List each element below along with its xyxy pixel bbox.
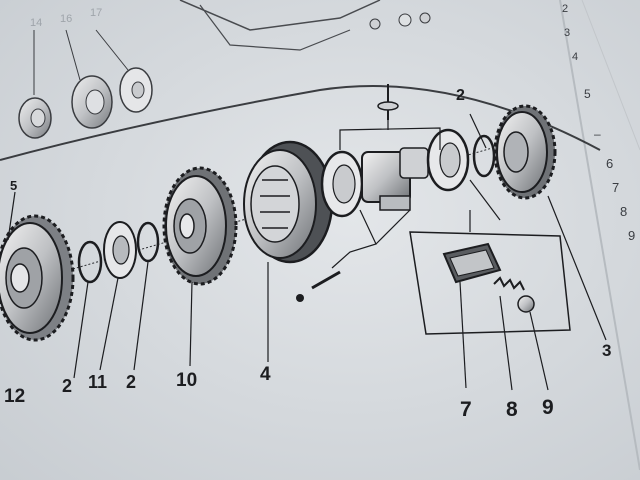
callout-10: 10 [176, 370, 197, 391]
leader-lines [7, 113, 607, 391]
detent-pin-icon [377, 84, 399, 120]
callout-4: 4 [260, 364, 271, 385]
callout-9: 9 [542, 396, 554, 419]
top-bearing-icon [71, 75, 113, 129]
small-pin-icon [296, 270, 341, 302]
group-bracket-top [339, 127, 441, 150]
callout-7: 7 [460, 398, 472, 421]
callout-5: 5 [10, 178, 17, 193]
side-num-7: 7 [612, 180, 619, 195]
callout-2a: 2 [62, 376, 72, 396]
callout-3: 3 [602, 341, 611, 360]
callout-top-14: 14 [30, 17, 42, 29]
group-bracket-bottom [331, 209, 377, 269]
thrust-washer-11-icon [103, 221, 137, 279]
top-gear-icon [18, 97, 52, 139]
synchro-ring-icon [320, 150, 364, 218]
side-num-4: 4 [572, 51, 578, 63]
detail-box [409, 179, 571, 335]
gear-3-icon [493, 104, 557, 200]
callout-2b: 2 [126, 372, 136, 392]
page-edge-line-2 [581, 0, 640, 151]
callout-top-16: 16 [60, 13, 72, 25]
gear-12-icon [0, 214, 75, 342]
detent-plate-icon [442, 242, 502, 284]
page-edge-line [559, 0, 640, 471]
side-num-9: 9 [628, 228, 635, 243]
separator-curve [0, 85, 601, 161]
gear-10-icon [162, 166, 238, 286]
side-num-8: 8 [620, 204, 627, 219]
synchro-ring-2-icon [426, 128, 470, 192]
side-number-column: 2 3 4 5 – 6 7 8 9 [562, 3, 635, 243]
callout-12: 12 [4, 386, 25, 407]
side-num-5: 5 [584, 87, 591, 101]
snap-ring-2b-icon [136, 221, 160, 263]
side-num-2: 2 [562, 3, 568, 15]
ball-icon [517, 295, 535, 313]
side-num-3: 3 [564, 27, 570, 39]
side-num-6: 6 [606, 156, 613, 171]
callout-2-top: 2 [456, 87, 465, 104]
spring-icon [493, 276, 525, 291]
callout-11: 11 [88, 372, 107, 392]
upper-figure: 14 16 17 [0, 0, 601, 161]
callout-top-17: 17 [90, 7, 102, 19]
top-washer-icon [119, 67, 153, 113]
synchro-hub-4-icon [243, 140, 334, 264]
side-num-dash: – [594, 127, 601, 141]
callout-8: 8 [506, 398, 518, 421]
snap-ring-2a-icon [77, 240, 103, 284]
snap-ring-right-icon [472, 134, 496, 178]
